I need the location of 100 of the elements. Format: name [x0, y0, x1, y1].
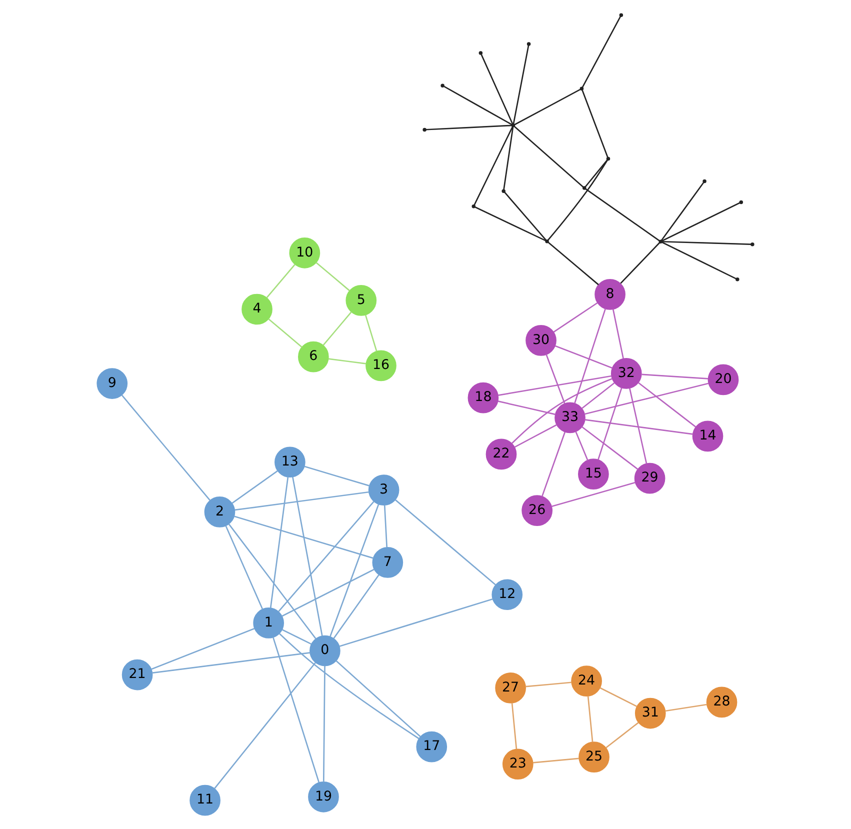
- connector: [582, 90, 608, 158]
- connector: [514, 424, 558, 448]
- connector: [553, 302, 598, 333]
- connector: [512, 45, 530, 124]
- node-point: [750, 242, 754, 246]
- connector: [268, 318, 302, 348]
- node-circle: 30: [526, 324, 556, 356]
- connector: [541, 432, 566, 497]
- node-circle: 10: [289, 237, 320, 268]
- node-circle: 33: [554, 402, 586, 434]
- connector: [526, 682, 572, 688]
- connector: [225, 525, 264, 610]
- connector: [503, 126, 514, 190]
- connector: [612, 308, 624, 359]
- connector: [279, 633, 420, 740]
- connector: [514, 88, 581, 126]
- node-point: [422, 128, 426, 132]
- node-circle: 2: [204, 496, 236, 528]
- connector: [364, 314, 378, 352]
- node-circle: 20: [708, 364, 739, 396]
- connector: [582, 16, 622, 88]
- connector: [628, 388, 648, 464]
- node-circle: 25: [578, 742, 610, 772]
- connector: [394, 499, 496, 586]
- connector: [584, 419, 694, 435]
- connector: [584, 159, 608, 188]
- connector: [498, 400, 556, 416]
- node-circle: 19: [308, 781, 339, 812]
- node-point: [511, 124, 516, 128]
- connector: [584, 382, 709, 415]
- connector: [620, 242, 660, 284]
- node-circle: 7: [372, 547, 404, 578]
- node-circle: 9: [96, 368, 128, 399]
- connector: [333, 574, 380, 639]
- connector: [548, 242, 599, 286]
- connector: [514, 126, 584, 188]
- connector: [474, 126, 514, 206]
- connector: [426, 124, 512, 130]
- node-circle: 1: [253, 608, 284, 638]
- connector: [662, 240, 752, 245]
- connector: [384, 505, 388, 548]
- connector: [665, 704, 708, 712]
- connector: [554, 345, 613, 369]
- connector: [330, 504, 380, 637]
- connector: [642, 374, 708, 380]
- connector: [234, 491, 370, 511]
- node-circle: 4: [242, 294, 272, 325]
- connector: [660, 182, 704, 241]
- node-point: [580, 86, 584, 91]
- connector: [272, 637, 320, 783]
- connector: [585, 188, 660, 242]
- connector: [546, 354, 566, 404]
- node-point: [502, 189, 506, 193]
- node-circle: 6: [298, 341, 329, 372]
- connector: [504, 192, 546, 241]
- connector: [582, 382, 615, 409]
- connector: [152, 652, 310, 674]
- connector: [574, 308, 606, 404]
- connector: [336, 660, 421, 738]
- connector: [278, 500, 375, 612]
- node-circle: 0: [310, 635, 340, 666]
- node-point: [582, 186, 586, 190]
- connector: [498, 375, 612, 396]
- connector: [282, 629, 312, 645]
- connector: [444, 86, 512, 126]
- node-circle: 24: [571, 666, 602, 696]
- node-circle: 18: [468, 382, 499, 414]
- connector: [281, 568, 375, 617]
- connector: [228, 523, 316, 640]
- connector: [587, 696, 594, 742]
- connector: [292, 476, 323, 636]
- connector: [232, 470, 278, 504]
- node-circle: 13: [274, 446, 306, 478]
- node-circle: 27: [495, 672, 526, 704]
- node-circle: 3: [368, 474, 400, 506]
- connector: [270, 476, 289, 608]
- connector: [474, 206, 546, 242]
- connector: [480, 54, 514, 124]
- node-circle: 22: [486, 438, 517, 470]
- node-point: [619, 13, 624, 17]
- connector: [532, 758, 580, 764]
- node-point: [739, 200, 744, 204]
- node-point: [545, 239, 549, 244]
- connector: [121, 394, 211, 502]
- node-point: [440, 84, 444, 88]
- node-point: [478, 51, 483, 55]
- connector: [511, 378, 612, 444]
- connector: [511, 702, 518, 750]
- connector: [638, 382, 696, 428]
- connector: [581, 426, 638, 470]
- connector: [304, 466, 370, 486]
- node-circle: 31: [634, 698, 666, 729]
- connector: [266, 264, 296, 298]
- node-circle: 32: [610, 358, 642, 389]
- node-point: [472, 204, 476, 208]
- node-circle: 5: [346, 285, 377, 316]
- node-circle: 15: [578, 458, 609, 490]
- node-point: [658, 240, 663, 244]
- connector: [598, 388, 622, 460]
- node-point: [702, 179, 706, 184]
